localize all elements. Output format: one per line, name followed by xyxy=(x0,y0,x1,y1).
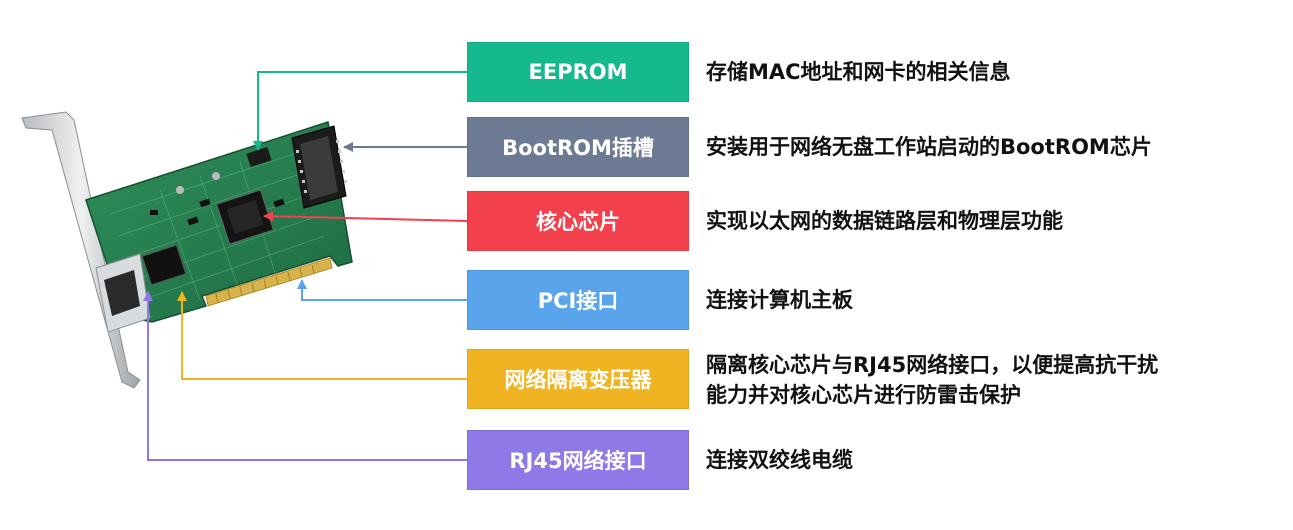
label-core-chip-text: 核心芯片 xyxy=(536,210,620,234)
connector-eeprom xyxy=(253,71,467,151)
label-isolation-transformer-text: 网络隔离变压器 xyxy=(504,368,652,392)
desc-rj45-interface: 连接双绞线电缆 xyxy=(706,448,853,472)
desc-core-chip: 实现以太网的数据链路层和物理层功能 xyxy=(706,209,1063,233)
connector-core-chip xyxy=(263,211,468,222)
core-chip xyxy=(216,189,274,245)
isolation-transformer xyxy=(141,244,187,286)
label-isolation-transformer: 网络隔离变压器 xyxy=(467,349,689,409)
network-card-image xyxy=(21,111,353,389)
label-eeprom-text: EEPROM xyxy=(528,60,628,84)
desc-eeprom: 存储MAC地址和网卡的相关信息 xyxy=(706,60,1011,84)
connector-lines xyxy=(143,71,468,461)
label-pci-interface-text: PCI接口 xyxy=(537,289,619,313)
desc-isolation-transformer-line2: 能力并对核心芯片进行防雷击保护 xyxy=(706,383,1021,407)
label-eeprom: EEPROM xyxy=(467,42,689,102)
label-pci-interface: PCI接口 xyxy=(467,270,689,330)
connector-transformer xyxy=(177,291,467,380)
desc-bootrom-slot: 安装用于网络无盘工作站启动的BootROM芯片 xyxy=(706,135,1152,159)
pci-gold-fingers xyxy=(205,257,333,307)
label-rj45-interface-text: RJ45网络接口 xyxy=(509,449,647,473)
label-bootrom-slot: BootROM插槽 xyxy=(467,117,689,177)
connector-pci xyxy=(297,279,467,301)
connector-rj45 xyxy=(143,291,467,461)
bootrom-socket xyxy=(291,125,347,209)
eeprom-chip xyxy=(246,146,272,168)
label-bootrom-slot-text: BootROM插槽 xyxy=(502,136,654,160)
desc-isolation-transformer-line1: 隔离核心芯片与RJ45网络接口，以便提高抗干扰 xyxy=(706,353,1159,377)
label-rj45-interface: RJ45网络接口 xyxy=(467,430,689,490)
label-core-chip: 核心芯片 xyxy=(467,191,689,251)
rj45-jack xyxy=(95,253,151,333)
desc-pci-interface: 连接计算机主板 xyxy=(706,288,853,312)
